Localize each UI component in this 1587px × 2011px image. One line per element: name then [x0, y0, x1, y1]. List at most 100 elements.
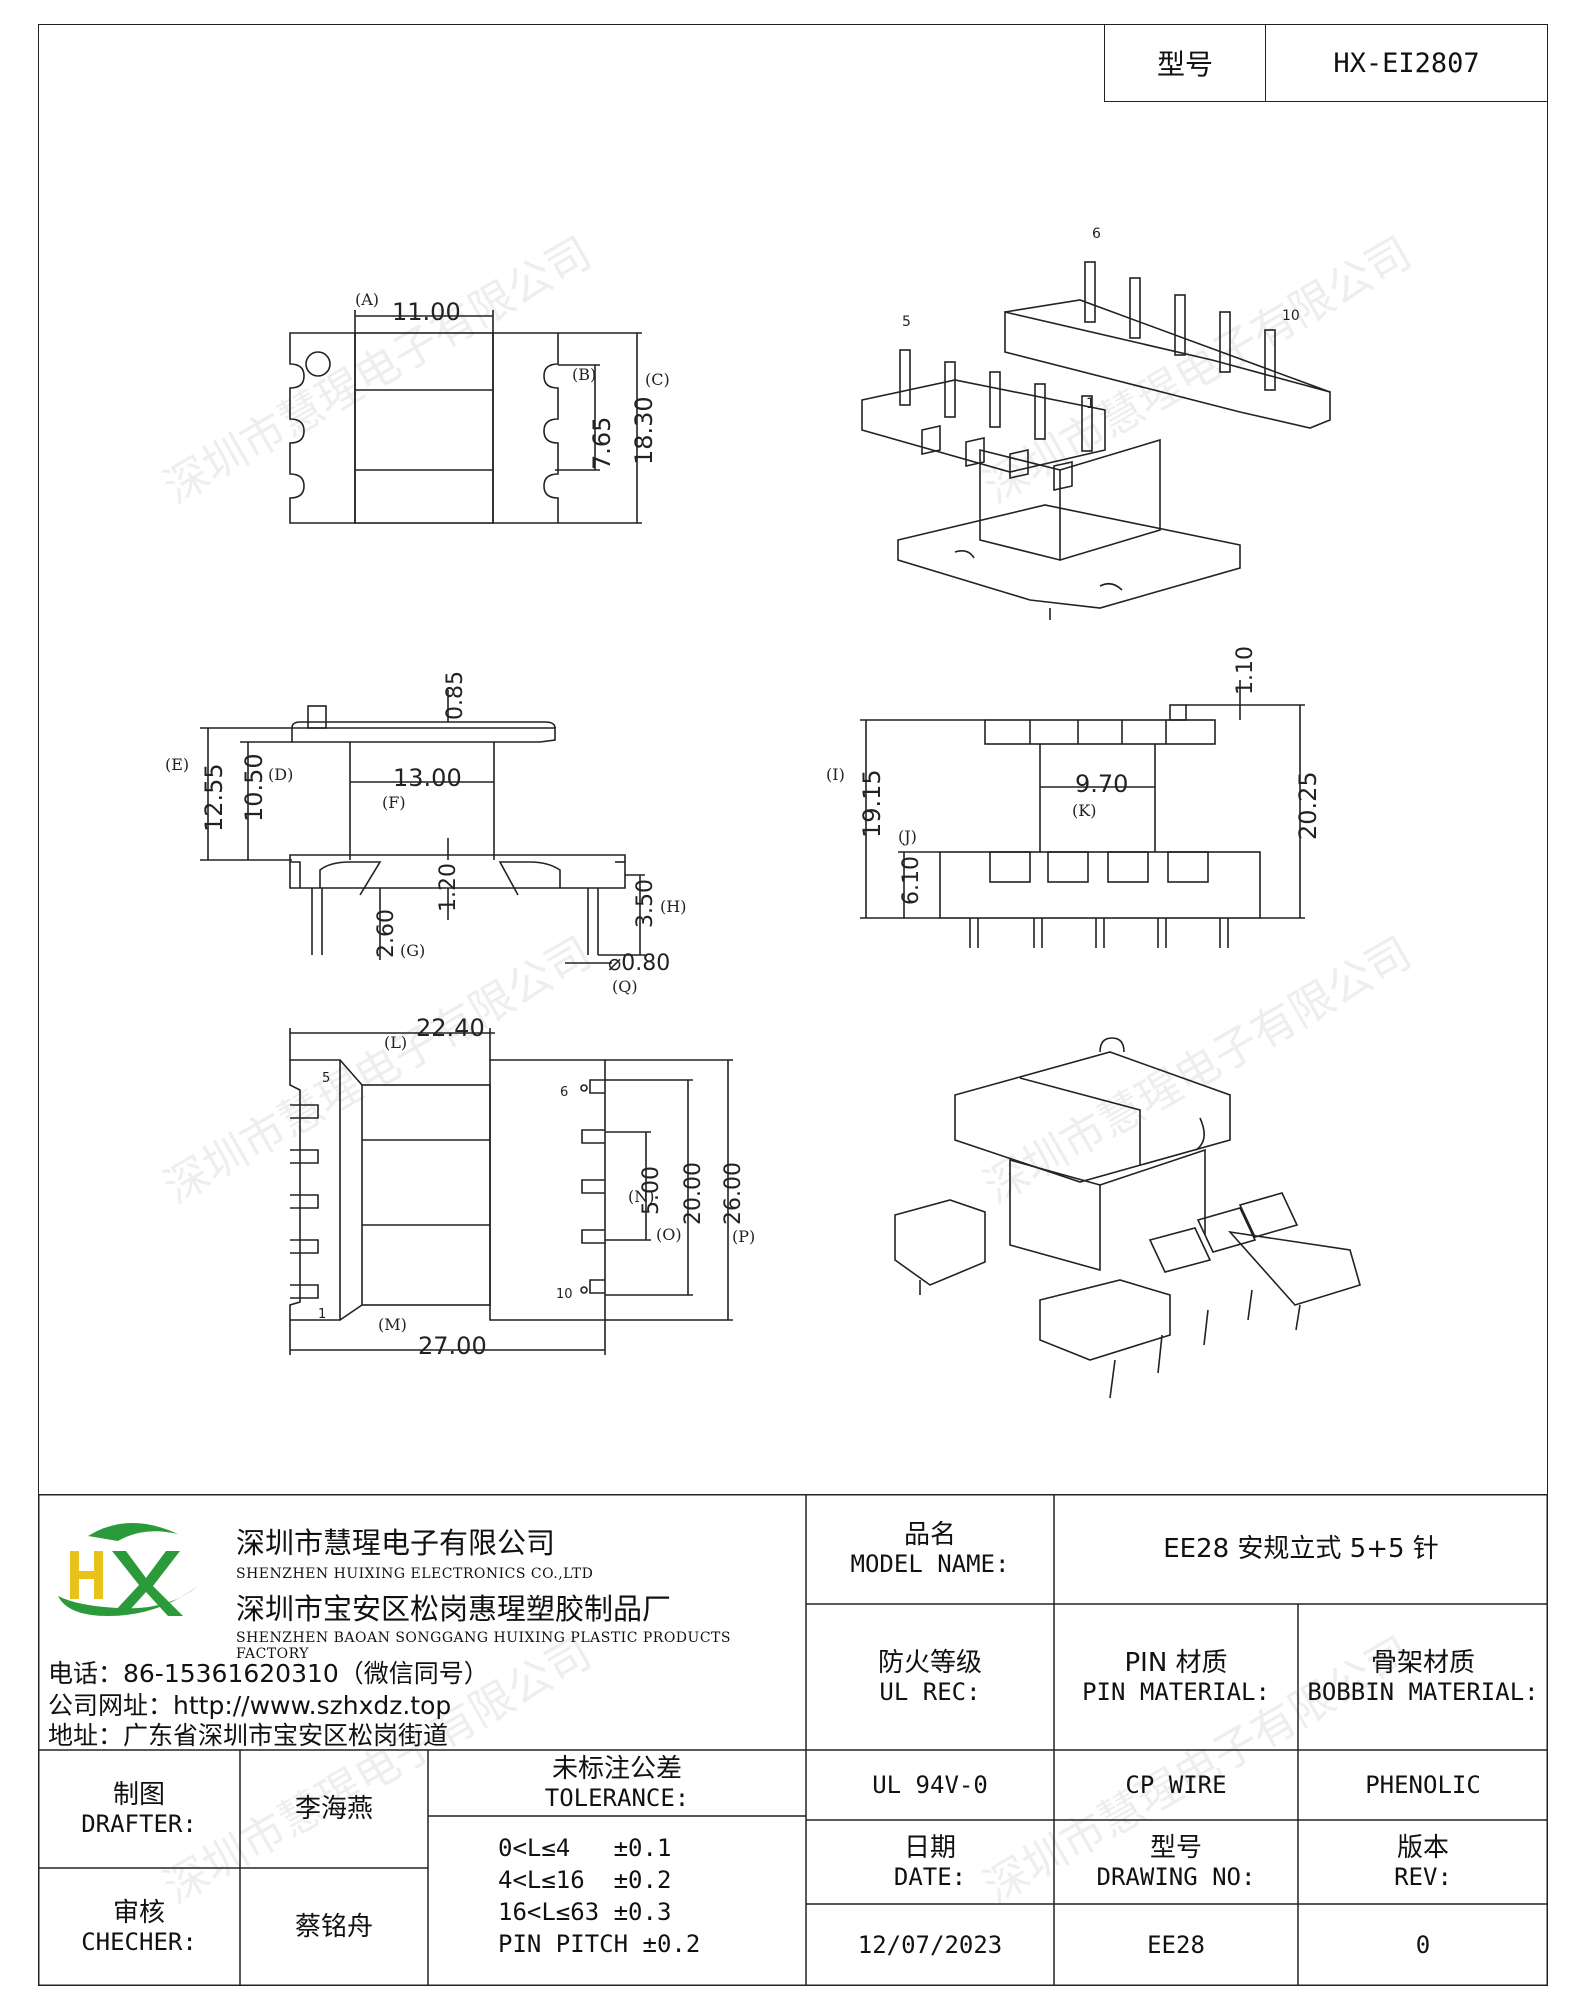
pin-label-10: 10 [1282, 308, 1300, 324]
drawing-no-en: DRAWING NO: [1096, 1863, 1256, 1892]
drafter-en: DRAFTER: [81, 1810, 197, 1839]
dim-C: 18.30 [630, 396, 658, 465]
pin-label-6: 6 [1092, 226, 1101, 242]
dim-M: 27.00 [418, 1332, 487, 1360]
tolerance-en: TOLERANCE: [544, 1784, 690, 1813]
dim-A: 11.00 [392, 298, 461, 326]
pin-label-10: 10 [556, 1287, 573, 1302]
technical-drawing: (A) 11.00 (B) 7.65 (C) 18.30 6 10 5 1 (E… [165, 226, 1361, 1399]
label-H: (H) [660, 897, 686, 916]
company-website: 公司网址：http://www.szhxdz.top [48, 1691, 452, 1720]
company-logo [58, 1522, 198, 1616]
pin-material-cn: PIN 材质 [1124, 1647, 1228, 1678]
dim-L: 22.40 [416, 1014, 485, 1042]
label-Q: (Q) [612, 977, 638, 996]
label-J: (J) [898, 827, 917, 846]
label-A: (A) [355, 290, 379, 309]
drawing-no-cn: 型号 [1149, 1832, 1202, 1863]
ul-rec-label: 防火等级 UL REC: [806, 1604, 1054, 1750]
top-view [289, 310, 642, 524]
dim-top-flange: 0.85 [443, 671, 468, 720]
pin-label-1: 1 [318, 1307, 326, 1322]
label-M: (M) [378, 1315, 407, 1334]
tolerance-item: 0<L≤4 ±0.1 [498, 1834, 672, 1862]
dim-D: 10.50 [240, 753, 268, 822]
tolerance-item: 16<L≤63 ±0.3 [498, 1898, 672, 1926]
dim-O: 20.00 [681, 1162, 706, 1225]
checker-name: 蔡铭舟 [294, 1911, 373, 1942]
label-P: (P) [732, 1227, 755, 1246]
checker-cn: 审核 [112, 1897, 165, 1928]
pin-label-5: 5 [322, 1071, 330, 1086]
model-number-box: 型号 HX-EI2807 [1104, 24, 1548, 102]
bobbin-material-en: BOBBIN MATERIAL: [1307, 1678, 1539, 1707]
ul-rec-cn: 防火等级 [877, 1647, 982, 1678]
label-N: (N) [628, 1187, 654, 1206]
company-address: 地址：广东省深圳市宝安区松岗街道 [48, 1721, 449, 1750]
dim-top-boss: 1.10 [1233, 646, 1258, 695]
dim-N: 5.00 [639, 1166, 664, 1215]
label-D: (D) [268, 765, 293, 784]
factory-name-cn: 深圳市宝安区松岗惠瑆塑胶制品厂 [236, 1592, 672, 1626]
factory-name-en: SHENZHEN BAOAN SONGGANG HUIXING PLASTIC … [236, 1630, 731, 1662]
ul-rec-en: UL REC: [879, 1678, 981, 1707]
bobbin-material-label: 骨架材质 BOBBIN MATERIAL: [1298, 1604, 1548, 1750]
label-F: (F) [382, 793, 406, 812]
rev-cn: 版本 [1396, 1832, 1449, 1863]
model-name-label: 品名 MODEL NAME: [806, 1494, 1054, 1604]
dim-K: 9.70 [1075, 770, 1128, 798]
label-O: (O) [656, 1225, 682, 1244]
tolerance-label: 未标注公差 TOLERANCE: [428, 1750, 806, 1816]
pin-label-1: 1 [1086, 396, 1095, 412]
title-block-grid [38, 1494, 1548, 1986]
date-value: 12/07/2023 [857, 1930, 1003, 1959]
company-name-cn: 深圳市慧瑆电子有限公司 [236, 1526, 556, 1560]
drafter-label: 制图 DRAFTER: [38, 1750, 240, 1868]
label-G: (G) [400, 941, 425, 960]
tolerance-cn: 未标注公差 [551, 1753, 682, 1784]
tolerance-item: PIN PITCH ±0.2 [498, 1930, 701, 1958]
model-value: HX-EI2807 [1333, 47, 1480, 79]
tolerance-list: 0<L≤4 ±0.1 4<L≤16 ±0.2 16<L≤63 ±0.3 PIN … [498, 1832, 828, 1968]
front-view [200, 690, 645, 964]
model-name-value: EE28 安规立式 5+5 针 [1163, 1533, 1439, 1564]
checker-label: 审核 CHECHER: [38, 1868, 240, 1986]
label-E: (E) [165, 755, 189, 774]
label-L: (L) [384, 1033, 407, 1052]
model-name-cn: 品名 [903, 1519, 956, 1550]
dim-H: 3.50 [633, 879, 658, 928]
model-label: 型号 [1105, 25, 1266, 101]
bottom-view [289, 1028, 733, 1355]
dim-P: 26.00 [721, 1162, 746, 1225]
tolerance-item: 4<L≤16 ±0.2 [498, 1866, 672, 1894]
dim-E: 12.55 [200, 763, 228, 832]
model-name-en: MODEL NAME: [850, 1550, 1010, 1579]
date-label: 日期 DATE: [806, 1820, 1054, 1904]
company-info: 深圳市慧瑆电子有限公司 SHENZHEN HUIXING ELECTRONICS… [38, 1494, 806, 1750]
pin-material-value: CP WIRE [1125, 1770, 1227, 1799]
side-view [860, 680, 1305, 948]
label-K: (K) [1072, 801, 1096, 820]
dim-F: 13.00 [393, 764, 462, 792]
dim-I: 19.15 [858, 769, 886, 838]
date-en: DATE: [893, 1863, 967, 1892]
drawing-no-value: EE28 [1147, 1930, 1205, 1959]
dim-B: 7.65 [588, 417, 616, 470]
rev-en: REV: [1394, 1863, 1452, 1892]
title-block: 深圳市慧瑆电子有限公司 SHENZHEN HUIXING ELECTRONICS… [38, 1494, 1548, 1986]
dim-Q: ⌀0.80 [608, 951, 670, 976]
iso-view-top [861, 261, 1331, 620]
date-cn: 日期 [903, 1832, 956, 1863]
drafter-cn: 制图 [112, 1779, 165, 1810]
drawing-no-label: 型号 DRAWING NO: [1054, 1820, 1298, 1904]
dim-G: 2.60 [374, 909, 399, 958]
dim-flange-thickness: 1.20 [436, 863, 461, 912]
company-name-en: SHENZHEN HUIXING ELECTRONICS CO.,LTD [236, 1566, 594, 1582]
iso-view-bottom [894, 1037, 1361, 1399]
company-phone: 电话：86-15361620310（微信同号） [48, 1659, 489, 1688]
label-C: (C) [645, 370, 670, 389]
pin-material-en: PIN MATERIAL: [1082, 1678, 1270, 1707]
ul-rec-value: UL 94V-0 [872, 1770, 988, 1799]
rev-value: 0 [1415, 1930, 1431, 1959]
pin-label-6: 6 [560, 1085, 568, 1100]
